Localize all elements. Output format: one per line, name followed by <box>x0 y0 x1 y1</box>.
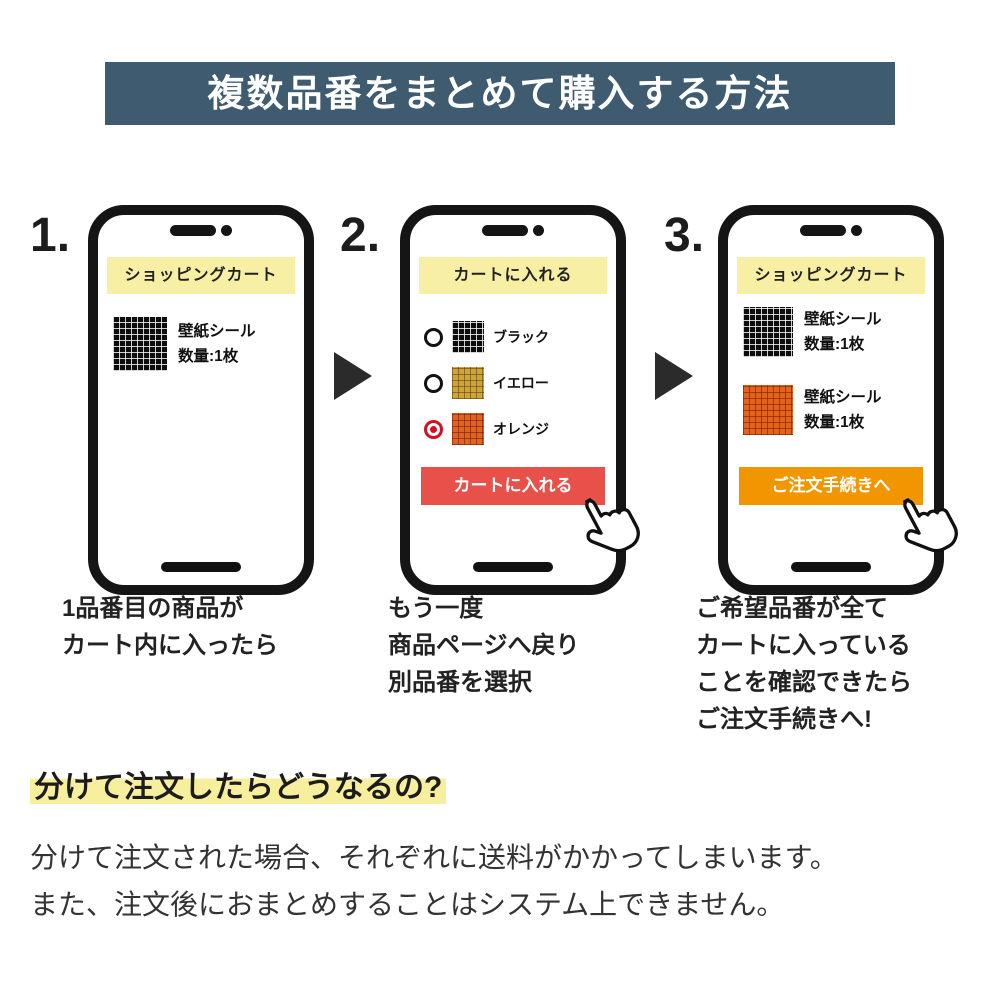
home-indicator-icon <box>473 562 553 572</box>
caption-line: もう一度 <box>388 595 484 622</box>
step-number-2: 2. <box>340 209 381 262</box>
step-2-caption: もう一度 商品ページへ戻り 別品番を選択 <box>388 590 580 701</box>
item-name: 壁紙シール <box>804 389 882 406</box>
home-indicator-icon <box>791 562 871 572</box>
speaker-pill-icon <box>800 225 846 236</box>
add-to-cart-button[interactable]: カートに入れる <box>421 467 605 505</box>
checkout-button[interactable]: ご注文手続きへ <box>739 467 923 505</box>
phone-notch-icon <box>482 225 544 236</box>
hand-cursor-icon <box>567 480 656 573</box>
phone-step-3: ショッピングカート 壁紙シール 数量:1枚 壁紙シール 数量:1枚 ご注文手続き… <box>718 205 944 595</box>
caption-line: ご希望品番が全て <box>696 595 888 622</box>
phone-step-1: ショッピングカート 壁紙シール 数量:1枚 <box>88 205 314 595</box>
note-body-line: また、注文後におまとめすることはシステム上できません。 <box>30 889 785 920</box>
note-body-line: 分けて注文された場合、それぞれに送料がかかってしまいます。 <box>30 842 838 873</box>
option-label: ブラック <box>493 329 549 345</box>
speaker-pill-icon <box>170 225 216 236</box>
color-option-black[interactable]: ブラック <box>424 320 549 354</box>
swatch-orange-icon <box>452 413 484 445</box>
caption-line: カートに入っている <box>696 632 911 659</box>
cart-item: 壁紙シール 数量:1枚 <box>743 307 882 357</box>
step-number-3: 3. <box>664 209 705 262</box>
swatch-black-icon <box>113 317 167 371</box>
phone-notch-icon <box>800 225 862 236</box>
cart-banner: ショッピングカート <box>107 257 295 294</box>
highlighted-heading-text: 分けて注文したらどうなるの? <box>30 771 447 804</box>
camera-dot-icon <box>221 225 232 236</box>
caption-line: ご注文手続きへ! <box>696 706 872 733</box>
speaker-pill-icon <box>482 225 528 236</box>
phone-step-2: カートに入れる ブラック イエロー オレンジ カートに入れる <box>400 205 626 595</box>
cart-item: 壁紙シール 数量:1枚 <box>113 317 256 371</box>
hand-cursor-icon <box>885 480 974 573</box>
caption-line: 別品番を選択 <box>388 669 532 696</box>
camera-dot-icon <box>851 225 862 236</box>
caption-line: ことを確認できたら <box>696 669 912 696</box>
step-number-1: 1. <box>30 209 71 262</box>
radio-unselected-icon[interactable] <box>424 327 443 347</box>
step-1-caption: 1品番目の商品が カート内に入ったら <box>62 590 278 664</box>
color-option-orange[interactable]: オレンジ <box>424 412 549 446</box>
item-name: 壁紙シール <box>178 323 256 340</box>
option-label: イエロー <box>493 375 549 391</box>
note-heading: 分けて注文したらどうなるの? <box>30 762 447 806</box>
swatch-black-icon <box>743 307 793 357</box>
step-3-caption: ご希望品番が全て カートに入っている ことを確認できたら ご注文手続きへ! <box>696 590 912 738</box>
arrow-right-icon <box>655 352 693 400</box>
caption-line: 1品番目の商品が <box>62 595 244 622</box>
swatch-orange-icon <box>743 385 793 435</box>
item-qty: 数量:1枚 <box>178 348 239 365</box>
item-name: 壁紙シール <box>804 311 882 328</box>
add-to-cart-banner: カートに入れる <box>419 257 607 294</box>
item-qty: 数量:1枚 <box>804 336 865 353</box>
phone-notch-icon <box>170 225 232 236</box>
item-qty: 数量:1枚 <box>804 414 865 431</box>
cart-item: 壁紙シール 数量:1枚 <box>743 385 882 435</box>
color-option-yellow[interactable]: イエロー <box>424 366 549 400</box>
arrow-right-icon <box>334 352 372 400</box>
option-label: オレンジ <box>493 421 549 437</box>
radio-unselected-icon[interactable] <box>424 373 443 393</box>
caption-line: 商品ページへ戻り <box>388 632 580 659</box>
caption-line: カート内に入ったら <box>62 632 278 659</box>
page-title: 複数品番をまとめて購入する方法 <box>105 62 895 125</box>
camera-dot-icon <box>533 225 544 236</box>
swatch-black-icon <box>452 321 484 353</box>
note-body: 分けて注文された場合、それぞれに送料がかかってしまいます。 また、注文後におまと… <box>30 834 838 928</box>
swatch-yellow-icon <box>452 367 484 399</box>
radio-selected-icon[interactable] <box>424 419 443 439</box>
home-indicator-icon <box>161 562 241 572</box>
cart-banner: ショッピングカート <box>737 257 925 294</box>
